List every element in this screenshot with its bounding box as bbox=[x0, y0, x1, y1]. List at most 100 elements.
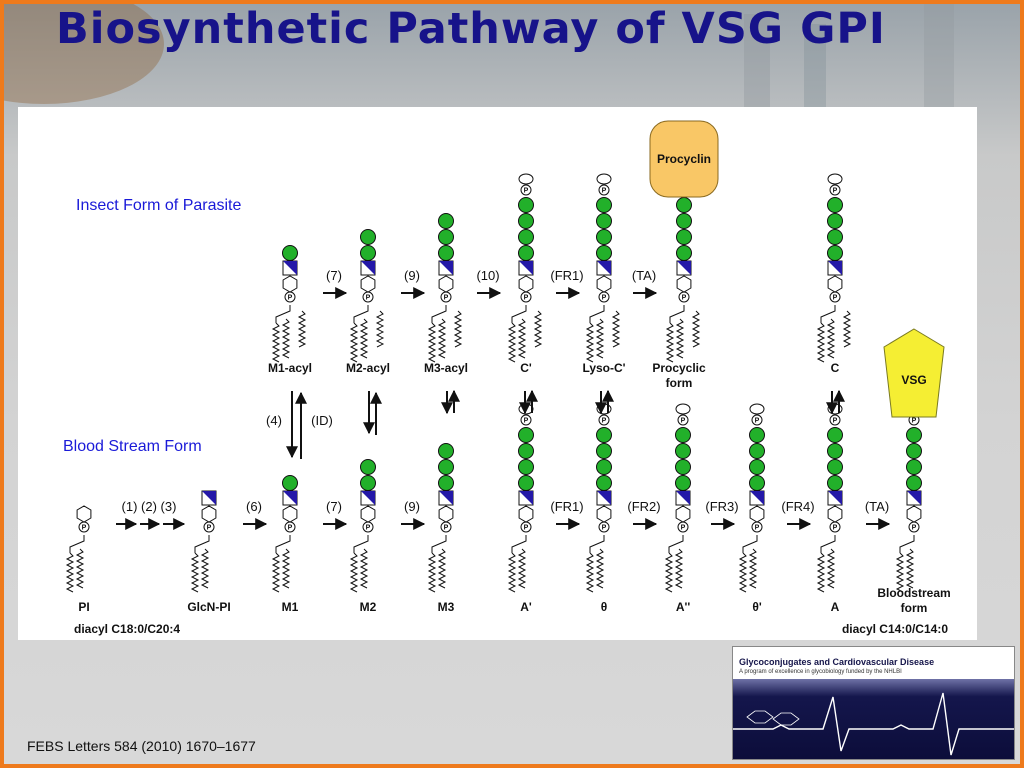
mannose-residue bbox=[749, 443, 765, 459]
gpi-structure-bottom-10: PP bbox=[895, 403, 922, 593]
lipid-backbone bbox=[353, 535, 369, 553]
phosphate-symbol: P bbox=[602, 295, 607, 302]
mannose-residue bbox=[360, 245, 376, 261]
mannose-residue bbox=[360, 459, 376, 475]
mannose-residue bbox=[596, 427, 612, 443]
lipid-tail bbox=[585, 322, 595, 363]
lipid-tail bbox=[359, 548, 369, 589]
lipid-tail bbox=[585, 552, 595, 593]
mannose-residue bbox=[676, 245, 692, 261]
phosphate bbox=[677, 414, 689, 426]
mannose-residue bbox=[596, 443, 612, 459]
blood-stream-label: Blood Stream Form bbox=[63, 438, 202, 455]
glcn-half bbox=[283, 491, 297, 505]
phosphate-symbol: P bbox=[833, 295, 838, 302]
glcn-half bbox=[828, 491, 842, 505]
lipid-tail bbox=[65, 552, 75, 593]
glcn-half bbox=[519, 491, 533, 505]
lipid-tail bbox=[664, 552, 674, 593]
exchange-arrows: (4) (ID) bbox=[266, 389, 845, 459]
logo-banner bbox=[733, 679, 1014, 759]
label-m1-acyl: M1-acyl bbox=[268, 361, 312, 375]
glcn-half bbox=[361, 491, 375, 505]
glcn-half bbox=[677, 261, 691, 275]
bottom-step-fr1: (FR1) bbox=[550, 499, 583, 514]
gpi-structure-top-2: P bbox=[427, 213, 463, 363]
inositol-ring bbox=[201, 505, 217, 523]
ethanolamine bbox=[596, 173, 612, 185]
label-m2-acyl: M2-acyl bbox=[346, 361, 390, 375]
phosphate-symbol: P bbox=[681, 525, 686, 532]
lipid-tail bbox=[271, 552, 281, 593]
mannose-residue bbox=[518, 443, 534, 459]
lipid-backbone bbox=[589, 305, 605, 323]
label-procyclic-form-2: form bbox=[666, 376, 693, 390]
inositol-ring bbox=[282, 505, 298, 523]
lipid-tail bbox=[748, 548, 758, 589]
phosphate-symbol: P bbox=[524, 418, 529, 425]
phosphate-symbol: P bbox=[682, 295, 687, 302]
gpi-structure-bottom-8: PP bbox=[738, 403, 765, 593]
mannose-residue bbox=[827, 443, 843, 459]
mannose-residue bbox=[282, 245, 298, 261]
mannose-residue bbox=[749, 459, 765, 475]
label-m2: M2 bbox=[360, 600, 377, 614]
slide-title: Biosynthetic Pathway of VSG GPI bbox=[56, 4, 886, 54]
mannose-residue bbox=[827, 229, 843, 245]
lipid-backbone bbox=[511, 535, 527, 553]
mannose-residue bbox=[518, 197, 534, 213]
top-step-arrows: (7) (9) (10) (FR1) (TA) bbox=[323, 268, 658, 299]
lipid-backbone bbox=[275, 305, 291, 323]
glcn-half bbox=[750, 491, 764, 505]
phosphate-symbol: P bbox=[912, 525, 917, 532]
mannose-residue bbox=[749, 475, 765, 491]
mannose-residue bbox=[438, 245, 454, 261]
lipid-tail bbox=[349, 322, 359, 363]
phosphate-symbol: P bbox=[288, 525, 293, 532]
inositol-ring bbox=[282, 275, 298, 293]
diacyl-note-left: diacyl C18:0/C20:4 bbox=[74, 622, 180, 636]
ethanolamine bbox=[518, 173, 534, 185]
mannose-residue bbox=[906, 443, 922, 459]
inositol-ring bbox=[749, 505, 765, 523]
mannose-residue bbox=[438, 213, 454, 229]
label-bloodstream-form-1: Bloodstream bbox=[877, 586, 950, 600]
mannose-residue bbox=[906, 427, 922, 443]
mannose-residue bbox=[360, 229, 376, 245]
label-bloodstream-form-2: form bbox=[901, 601, 928, 615]
lipid-tail bbox=[905, 548, 915, 589]
lipid-backbone bbox=[820, 305, 836, 323]
acyl-tail bbox=[611, 310, 621, 348]
lipid-backbone bbox=[194, 535, 210, 553]
mannose-residue bbox=[438, 475, 454, 491]
mannose-residue bbox=[518, 213, 534, 229]
glcn-half bbox=[597, 261, 611, 275]
phosphate bbox=[520, 184, 532, 196]
inositol-ring bbox=[518, 275, 534, 293]
phosphate-symbol: P bbox=[755, 525, 760, 532]
glcn-half bbox=[907, 491, 921, 505]
mannose-residue bbox=[675, 475, 691, 491]
phosphate-symbol: P bbox=[912, 418, 917, 425]
gpi-structure-top-3: PP bbox=[507, 173, 543, 363]
label-lyso-c-prime: Lyso-C' bbox=[582, 361, 625, 375]
mannose-residue bbox=[518, 459, 534, 475]
acyl-tail bbox=[533, 310, 543, 348]
vsg-label: VSG bbox=[901, 373, 926, 387]
phosphate-symbol: P bbox=[288, 295, 293, 302]
inositol-ring bbox=[360, 275, 376, 293]
phosphate bbox=[520, 414, 532, 426]
acyl-tail bbox=[375, 310, 385, 348]
mannose-residue bbox=[676, 197, 692, 213]
label-m3-acyl: M3-acyl bbox=[424, 361, 468, 375]
lipid-tail bbox=[595, 548, 605, 589]
mannose-residue bbox=[676, 213, 692, 229]
top-step-fr1: (FR1) bbox=[550, 268, 583, 283]
lipid-tail bbox=[190, 552, 200, 593]
lipid-backbone bbox=[431, 535, 447, 553]
mannose-residue bbox=[827, 475, 843, 491]
lipid-tail bbox=[674, 548, 684, 589]
mannose-residue bbox=[675, 443, 691, 459]
mannose-residue bbox=[596, 245, 612, 261]
lipid-backbone bbox=[899, 535, 915, 553]
